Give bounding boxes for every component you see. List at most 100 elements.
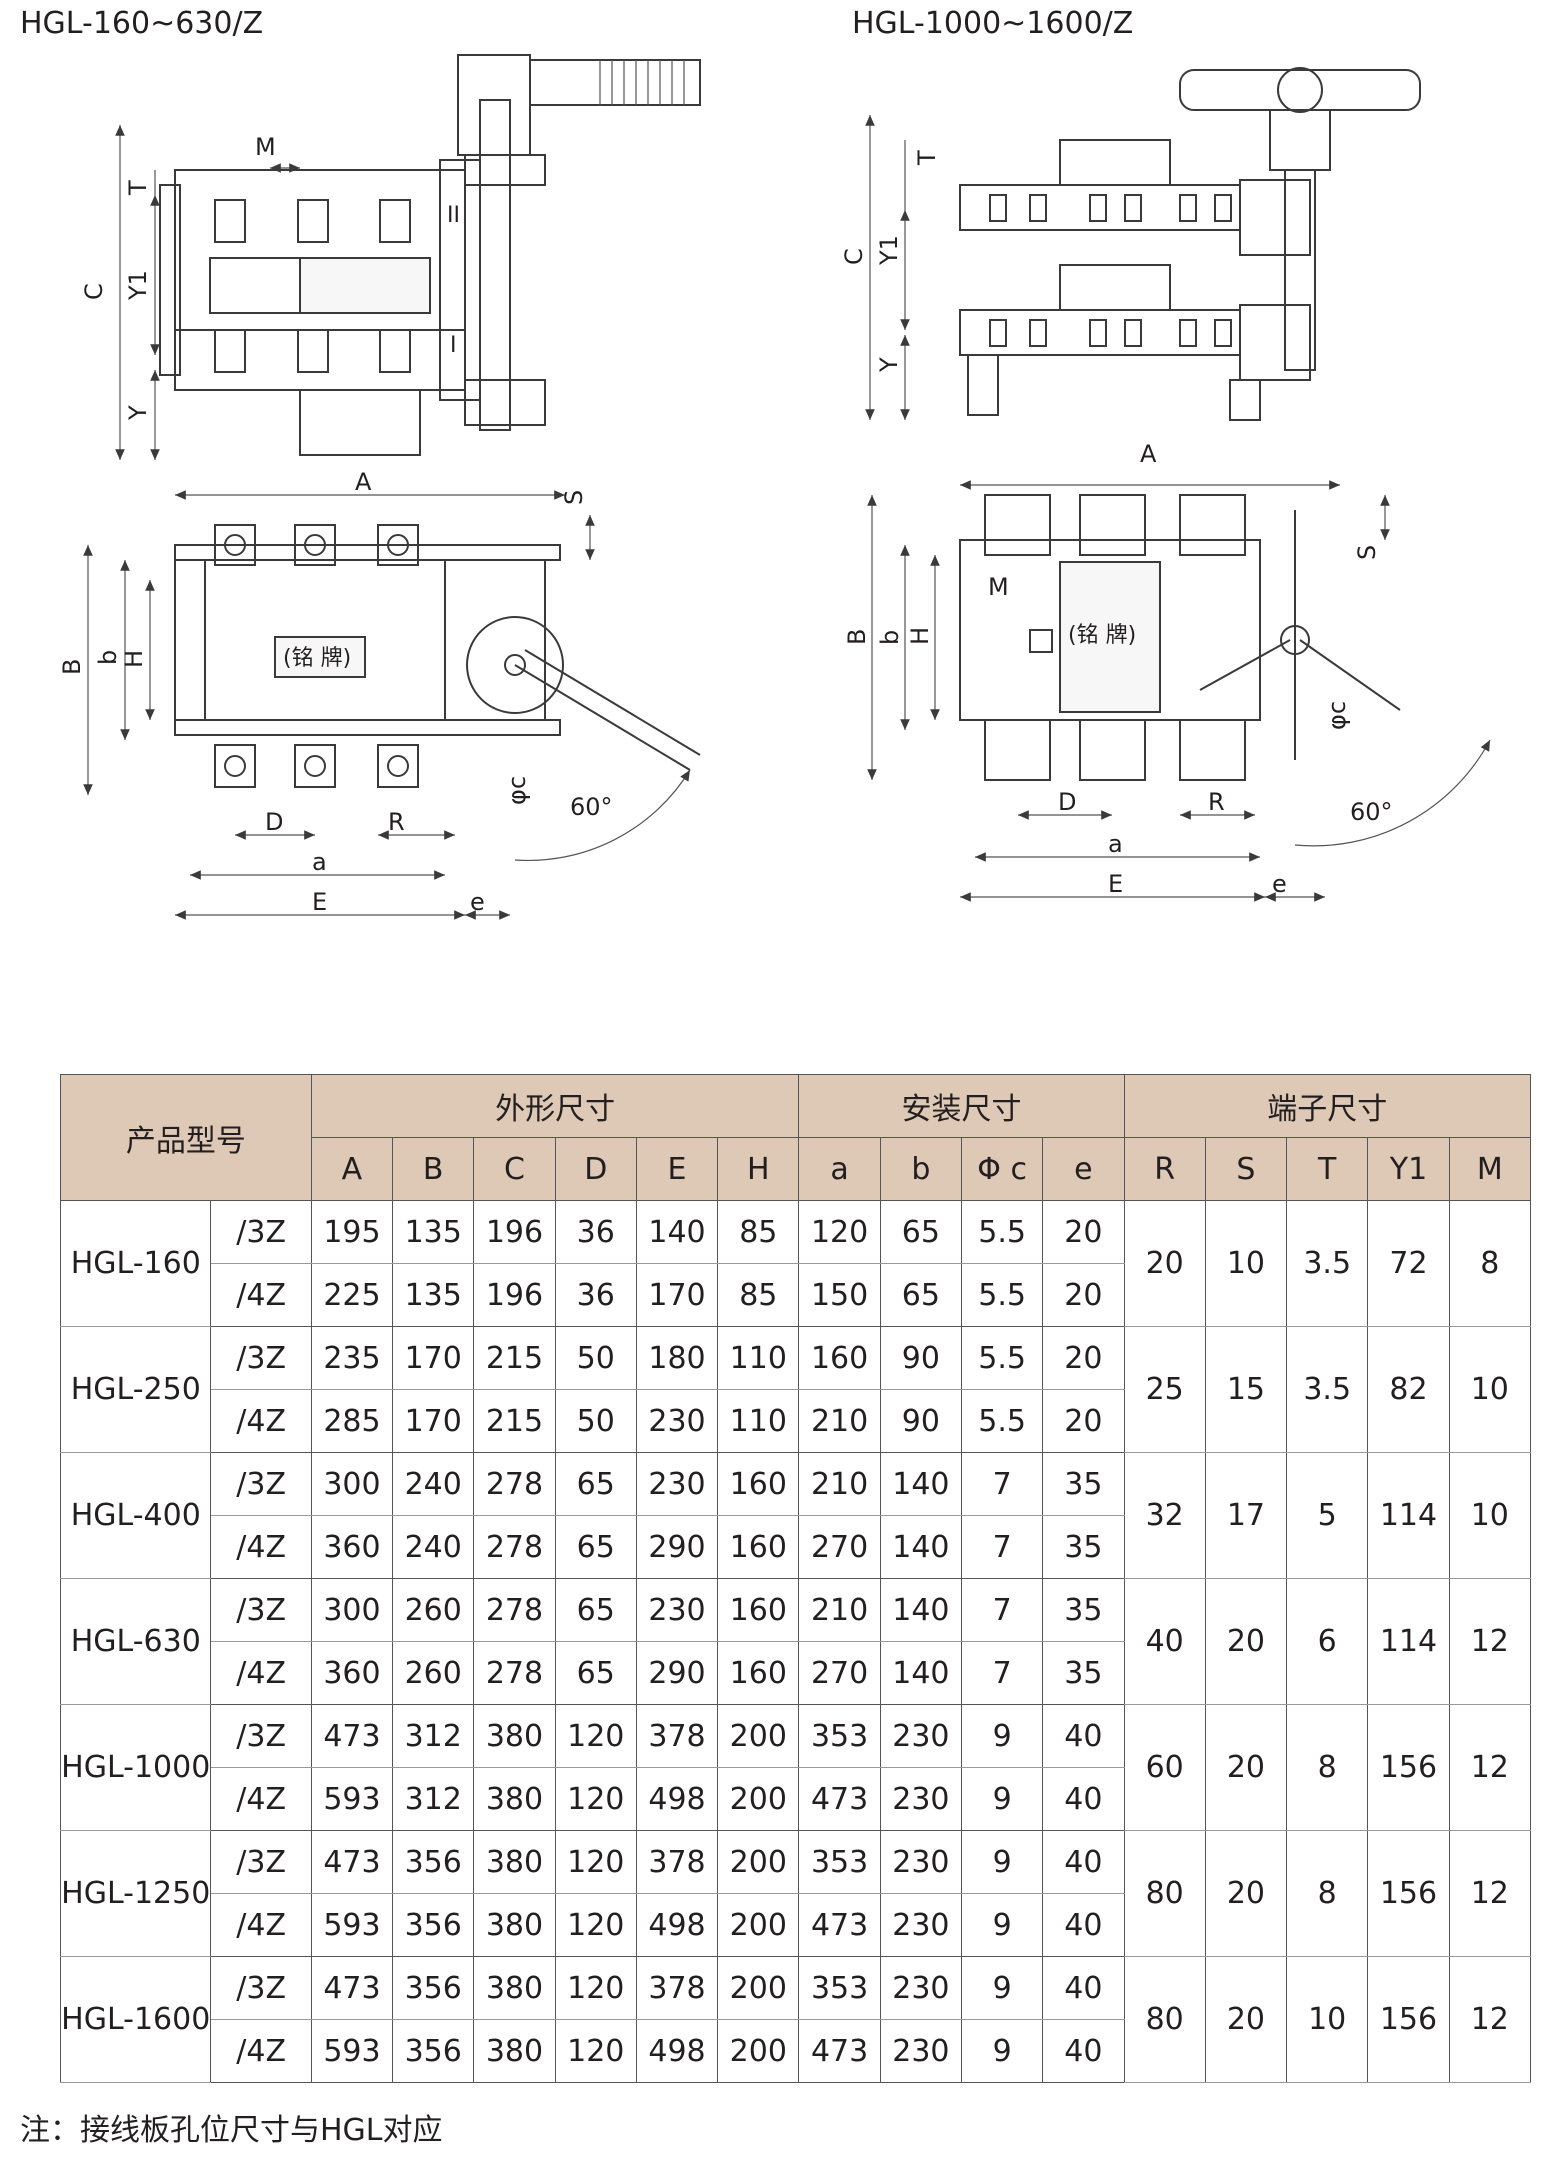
variant-cell: /4Z — [210, 2019, 312, 2083]
value-cell: 5.5 — [960, 1263, 1044, 1327]
value-cell: 40 — [1042, 1956, 1125, 2020]
value-cell: 85 — [717, 1263, 800, 1327]
left-dim-H: H — [120, 650, 148, 668]
left-dim-b: b — [94, 650, 122, 665]
terminal-cell: 6 — [1286, 1578, 1369, 1705]
value-cell: 35 — [1042, 1641, 1125, 1705]
terminal-cell: 12 — [1448, 1578, 1532, 1705]
value-cell: 7 — [960, 1641, 1044, 1705]
variant-cell: /4Z — [210, 1389, 312, 1453]
terminal-cell: 32 — [1123, 1452, 1206, 1579]
left-dim-e: e — [470, 888, 485, 916]
terminal-cell: 5 — [1286, 1452, 1369, 1579]
right-dim-a: a — [1108, 830, 1123, 858]
value-cell: 65 — [554, 1578, 637, 1642]
value-cell: 40 — [1042, 1830, 1125, 1894]
right-dim-B: B — [843, 629, 871, 645]
value-cell: 160 — [798, 1326, 881, 1390]
value-cell: 380 — [473, 1704, 556, 1768]
value-cell: 593 — [310, 2019, 394, 2083]
value-cell: 473 — [310, 1704, 394, 1768]
value-cell: 356 — [392, 1893, 475, 1957]
left-dim-S: S — [560, 490, 588, 505]
value-cell: 380 — [473, 1767, 556, 1831]
terminal-cell: 3.5 — [1286, 1200, 1369, 1327]
value-cell: 498 — [635, 2019, 719, 2083]
value-cell: 65 — [554, 1452, 637, 1516]
variant-cell: /4Z — [210, 1515, 312, 1579]
column-header: T — [1286, 1137, 1369, 1201]
terminal-cell: 60 — [1123, 1704, 1206, 1831]
value-cell: 353 — [798, 1830, 881, 1894]
value-cell: 230 — [879, 1893, 963, 1957]
terminal-cell: 20 — [1123, 1200, 1206, 1327]
model-cell: HGL-250 — [59, 1326, 212, 1453]
value-cell: 120 — [554, 1704, 637, 1768]
value-cell: 65 — [554, 1641, 637, 1705]
left-dim-M: M — [255, 133, 276, 161]
value-cell: 300 — [310, 1452, 394, 1516]
right-dim-Y1: Y1 — [875, 235, 903, 266]
column-header: C — [473, 1137, 556, 1201]
value-cell: 230 — [879, 1767, 963, 1831]
column-header: H — [717, 1137, 800, 1201]
terminal-cell: 114 — [1367, 1578, 1450, 1705]
left-drawing-title: HGL-160~630/Z — [20, 6, 264, 41]
terminal-cell: 10 — [1286, 1956, 1369, 2083]
value-cell: 210 — [798, 1452, 881, 1516]
value-cell: 270 — [798, 1641, 881, 1705]
value-cell: 40 — [1042, 1893, 1125, 1957]
terminal-cell: 17 — [1204, 1452, 1288, 1579]
value-cell: 200 — [717, 1893, 800, 1957]
right-side-view: C Y1 Y T — [840, 67, 1421, 421]
left-nameplate: (铭 牌) — [283, 646, 351, 671]
model-cell: HGL-630 — [59, 1578, 212, 1705]
terminal-cell: 8 — [1448, 1200, 1532, 1327]
right-dim-C: C — [840, 248, 868, 265]
right-dim-T: T — [913, 150, 941, 166]
left-dim-A: A — [355, 468, 372, 496]
right-angle: 60° — [1350, 798, 1393, 826]
right-front-view: (铭 牌) A S B b H M D R a E e φc 6 — [843, 440, 1491, 902]
header-group-terminal: 端子尺寸 — [1123, 1074, 1532, 1138]
value-cell: 9 — [960, 1956, 1044, 2020]
right-dim-Y: Y — [875, 357, 903, 373]
terminal-cell: 12 — [1448, 1830, 1532, 1957]
value-cell: 20 — [1042, 1326, 1125, 1390]
terminal-cell: 8 — [1286, 1830, 1369, 1957]
value-cell: 85 — [717, 1200, 800, 1264]
dimension-table: 产品型号 外形尺寸 安装尺寸 端子尺寸 A B C D E H a b Φ c … — [59, 1074, 1532, 2083]
value-cell: 9 — [960, 2019, 1044, 2083]
value-cell: 9 — [960, 1704, 1044, 1768]
value-cell: 278 — [473, 1641, 556, 1705]
column-header: M — [1448, 1137, 1532, 1201]
variant-cell: /4Z — [210, 1893, 312, 1957]
value-cell: 200 — [717, 1767, 800, 1831]
terminal-cell: 8 — [1286, 1704, 1369, 1831]
right-drawing-title: HGL-1000~1600/Z — [852, 6, 1134, 41]
value-cell: 498 — [635, 1767, 719, 1831]
value-cell: 473 — [310, 1956, 394, 2020]
value-cell: 378 — [635, 1704, 719, 1768]
value-cell: 7 — [960, 1452, 1044, 1516]
value-cell: 9 — [960, 1893, 1044, 1957]
value-cell: 140 — [635, 1200, 719, 1264]
value-cell: 210 — [798, 1389, 881, 1453]
value-cell: 278 — [473, 1452, 556, 1516]
value-cell: 140 — [879, 1641, 963, 1705]
terminal-cell: 20 — [1204, 1956, 1288, 2083]
right-dim-A: A — [1140, 440, 1157, 468]
value-cell: 9 — [960, 1767, 1044, 1831]
value-cell: 210 — [798, 1578, 881, 1642]
column-header-row: A B C D E H a b Φ c e R S T Y1 M — [61, 1137, 1532, 1201]
value-cell: 135 — [392, 1200, 475, 1264]
value-cell: 140 — [879, 1452, 963, 1516]
terminal-cell: 12 — [1448, 1956, 1532, 2083]
value-cell: 5.5 — [960, 1389, 1044, 1453]
